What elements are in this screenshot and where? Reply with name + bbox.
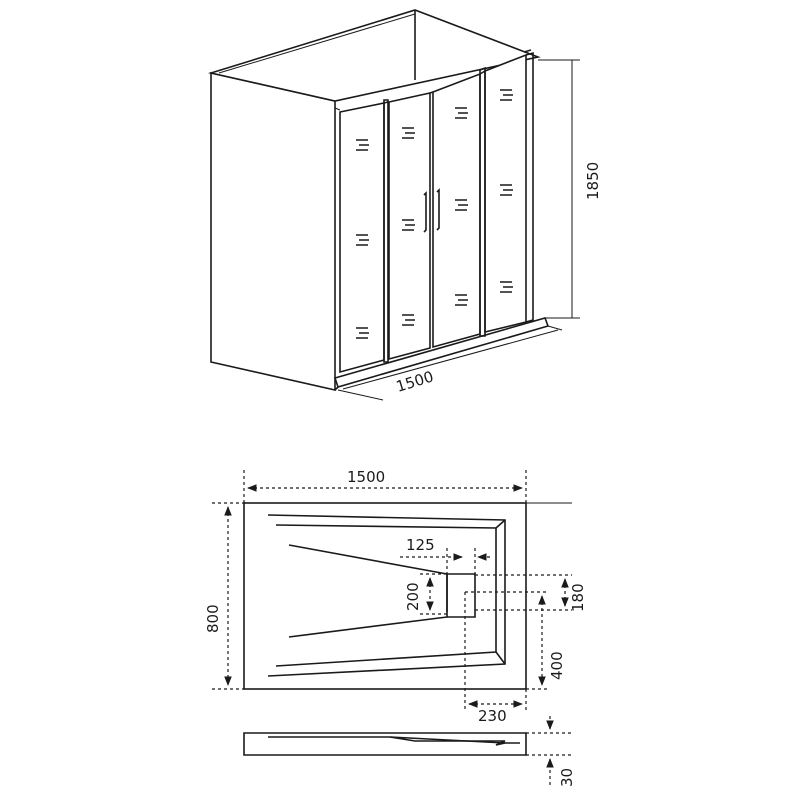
tray-thickness-label: 30 [558, 768, 576, 787]
drain-offset-right-label: 230 [478, 707, 507, 725]
glass-panels [339, 49, 534, 374]
tray-width-label: 1500 [347, 468, 385, 486]
handle-right [436, 188, 440, 231]
drain-height-label: 200 [404, 582, 422, 611]
drain-offset-top-label: 180 [569, 583, 587, 612]
tray-slope-lines [267, 514, 506, 677]
cabin-height-label: 1850 [584, 162, 602, 200]
tray-side-view: 30 [243, 716, 576, 787]
tray-thickness-dimension: 30 [526, 716, 576, 787]
drain-offset-230-dimension: 230 [464, 592, 527, 725]
drain-width-label: 125 [406, 536, 435, 554]
fixed-panel-left [339, 102, 385, 374]
cabin-height-dimension: 1850 [538, 59, 602, 319]
drain-offset-bottom-label: 400 [548, 651, 566, 680]
fixed-panel-right [484, 53, 527, 334]
handle-left [423, 191, 427, 233]
door-handles [423, 188, 440, 233]
frosted-pattern [356, 89, 513, 339]
tray-depth-dimension: 800 [204, 502, 244, 690]
tray-outline [243, 502, 527, 690]
door-panel-left [388, 92, 431, 361]
side-wall [207, 9, 541, 392]
cabin-width-label: 1500 [394, 367, 436, 395]
shower-cabin-view: 1500 1850 [207, 9, 602, 401]
tray-depth-label: 800 [204, 604, 222, 633]
drain-height-dimension: 200 [404, 573, 447, 615]
drain-offset-400-dimension: 400 [465, 591, 566, 690]
drain-width-dimension: 125 [400, 536, 490, 574]
tray-width-dimension: 1500 [243, 468, 527, 503]
tray-top-view: 1500 800 125 200 180 [204, 468, 587, 725]
drain-offset-180-dimension: 180 [475, 574, 587, 612]
